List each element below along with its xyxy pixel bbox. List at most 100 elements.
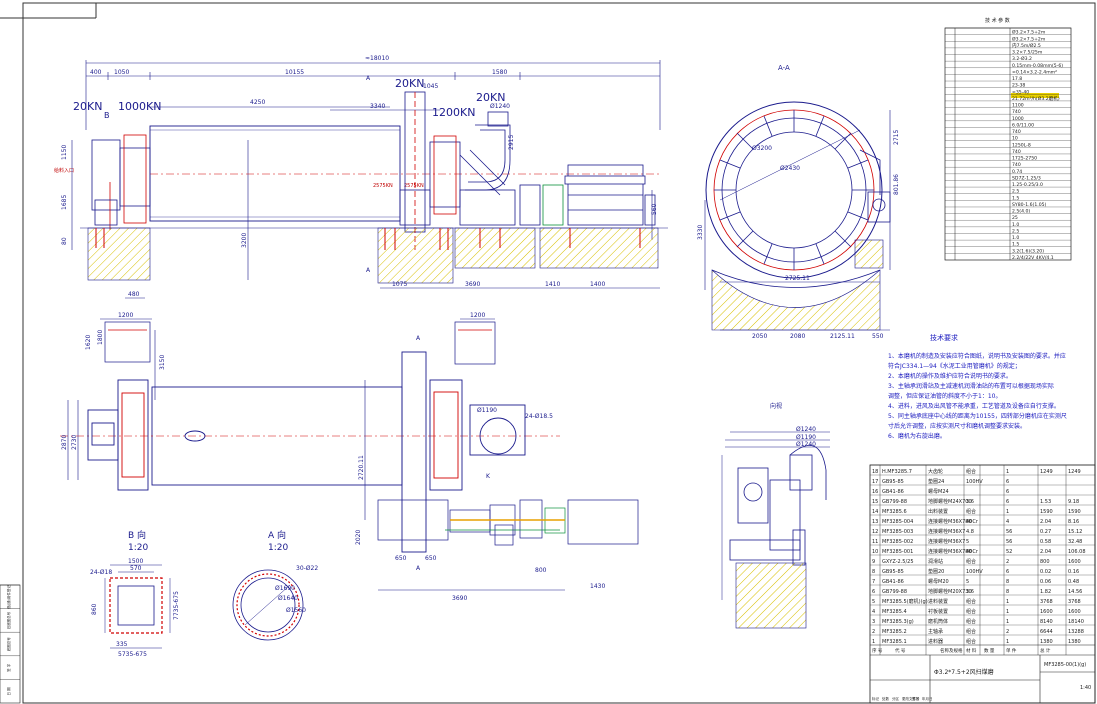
pdim-1620: 1620 xyxy=(85,335,92,350)
detail-b-7735: 7735-675 xyxy=(173,591,180,620)
bom-footer-heading: 序 号 xyxy=(872,647,883,654)
section-a-a-view: A-A Ø3200 Ø2430 xyxy=(697,64,900,340)
bom-cell: 13288 xyxy=(1068,629,1084,635)
bom-cell: 5 xyxy=(872,599,875,605)
dim-10155: 10155 xyxy=(285,69,304,76)
load-2575-a: 2575KN xyxy=(373,183,393,189)
bom-cell: 1.53 xyxy=(1040,499,1051,505)
dia-outer: Ø3200 xyxy=(752,145,772,152)
spec-row-value: Ø3.2×7.5+2m xyxy=(1012,35,1046,42)
bom-cell: 1590 xyxy=(1068,509,1081,515)
bom-cell: 0.06 xyxy=(1040,579,1051,585)
spec-row-value: 1.0 xyxy=(1012,222,1019,228)
specs-table: 技 术 参 数 Ø3.2×7.5+2mØ3.2×7.5+2m内7.5m/Ø2.5… xyxy=(944,17,1072,261)
bom-cell: 0.58 xyxy=(1040,539,1051,545)
bom-cell: 8.16 xyxy=(1068,519,1079,525)
dim-400: 400 xyxy=(90,69,102,76)
bom-cell: 3768 xyxy=(1040,599,1053,605)
revision-heading: 年月日 xyxy=(922,696,933,701)
bom-cell: MF3285.6 xyxy=(882,509,907,515)
bom-cell: 组合 xyxy=(966,608,976,615)
spec-row-value: 1100 xyxy=(1012,103,1024,109)
plabel-phi1190: Ø1190 xyxy=(477,407,497,414)
spec-row-value: 740 xyxy=(1012,109,1021,115)
bom-footer-heading: 代 号 xyxy=(895,647,906,654)
bom-cell: 17 xyxy=(872,479,878,485)
revision-heading: 标记 xyxy=(872,696,880,701)
detail-b-570: 570 xyxy=(130,565,142,572)
side-dim-3: Ø1240 xyxy=(796,441,816,448)
pdim-2870: 2870 xyxy=(61,435,68,450)
adim-2080: 2080 xyxy=(790,333,805,340)
bom-cell: 组合 xyxy=(966,468,976,475)
bom-cell: MF3285.5(磨机)(g) xyxy=(882,598,928,605)
bom-cell: 2.04 xyxy=(1040,549,1051,555)
detail-a-d1: Ø1690 xyxy=(275,585,295,592)
bom-cell: 8 xyxy=(1006,589,1009,595)
bom-cell: 1600 xyxy=(1040,609,1053,615)
inlet-label: 给料入口 xyxy=(54,167,74,174)
bom-cell: 7 xyxy=(872,579,875,585)
bom-cell: 9 xyxy=(872,559,875,565)
bom-cell: 螺母M20 xyxy=(928,578,949,585)
bom-cell: 3 xyxy=(872,619,875,625)
bom-cell: 组合 xyxy=(966,628,976,635)
bdim-1410: 1410 xyxy=(545,281,560,288)
bom-cell: MF3285-002 xyxy=(882,539,913,545)
bom-cell: 1600 xyxy=(1068,559,1081,565)
bom-cell: 连接螺栓M36X7 xyxy=(928,538,965,545)
spec-row-value: 3.2-Ø3.2 xyxy=(1012,55,1032,62)
bom-cell: 1 xyxy=(1006,639,1009,645)
bdim-1075: 1075 xyxy=(392,281,407,288)
bom-cell: 进料装置 xyxy=(928,598,948,605)
bottom-dim-2725: 2725.11 xyxy=(785,275,810,282)
bom-cell: GB41-86 xyxy=(882,579,904,585)
bom-cell: 出料装置 xyxy=(928,508,948,515)
bom-cell: 40Cr xyxy=(966,519,979,525)
pdim-1430: 1430 xyxy=(590,583,605,590)
plan-a-bottom: A xyxy=(416,565,421,572)
bom-cell: 6 xyxy=(1006,479,1009,485)
vdim-1685: 1685 xyxy=(61,195,68,210)
bom-cell: 1 xyxy=(872,639,875,645)
bom-cell: MF3285-001 xyxy=(882,549,913,555)
bom-cell: GB95-85 xyxy=(882,569,904,575)
spec-row-value: 2.2/4/22V 4KV/4.1 xyxy=(1012,255,1054,261)
plabel-k: K xyxy=(486,473,491,480)
pdim-2020: 2020 xyxy=(355,530,362,545)
note-line-7: 5、同主轴承底座中心线的距离为10155，四转部分磨机应在实测尺 xyxy=(888,412,1067,420)
bom-cell: 连接螺栓M36X780 xyxy=(928,518,972,525)
spec-row-value: 2.5 xyxy=(1012,189,1019,195)
load-20kn-left: 20KN xyxy=(73,100,102,113)
bom-cell: 地脚螺栓M20X730 xyxy=(928,588,972,595)
bom-cell: 组合 xyxy=(966,598,976,605)
detail-b-scale: 1:20 xyxy=(128,543,148,553)
bom-cell: 3.6 xyxy=(966,589,974,595)
bom-cell: 0.16 xyxy=(1068,569,1079,575)
detail-a-scale: 1:20 xyxy=(268,543,288,553)
strip-label: 旧底图总号 xyxy=(6,611,11,629)
section-marker-a-top: A xyxy=(366,75,371,82)
note-line-2: 符合JC334.1—94《水泥工业用管磨机》的规定； xyxy=(888,362,1021,370)
bom-cell: MF3285-004 xyxy=(882,519,913,525)
plabel-24-phi18: 24-Ø18.5 xyxy=(525,413,553,420)
bom-cell: 1 xyxy=(1006,609,1009,615)
overall-length-dim: ≈18010 xyxy=(365,55,389,62)
note-line-3: 2、本磨机的操作及维护应符合说明书的要求。 xyxy=(888,372,1012,380)
bom-cell: 1.82 xyxy=(1040,589,1051,595)
detail-b-title: B 向 xyxy=(128,529,146,541)
bom-cell: 8140 xyxy=(1040,619,1053,625)
load-20kn-mid: 20KN xyxy=(476,91,505,104)
bom-cell: 组合 xyxy=(966,638,976,645)
bom-cell: 组合 xyxy=(966,508,976,515)
detail-a-d2: Ø1640 xyxy=(278,595,298,602)
revision-heading: 签名 xyxy=(912,696,919,701)
spec-row-value: 21.72m³/h(Ø3.2磨机) xyxy=(1012,95,1060,102)
spec-row-value: 1.5 xyxy=(1012,195,1019,201)
bom-cell: 2.04 xyxy=(1040,519,1051,525)
spec-row-value: 1725-2750 xyxy=(1012,156,1037,162)
pdim-2730: 2730 xyxy=(71,435,78,450)
bom-cell: 56 xyxy=(1006,539,1012,545)
pdim-3150: 3150 xyxy=(159,355,166,370)
bom-cell: 1 xyxy=(1006,599,1009,605)
